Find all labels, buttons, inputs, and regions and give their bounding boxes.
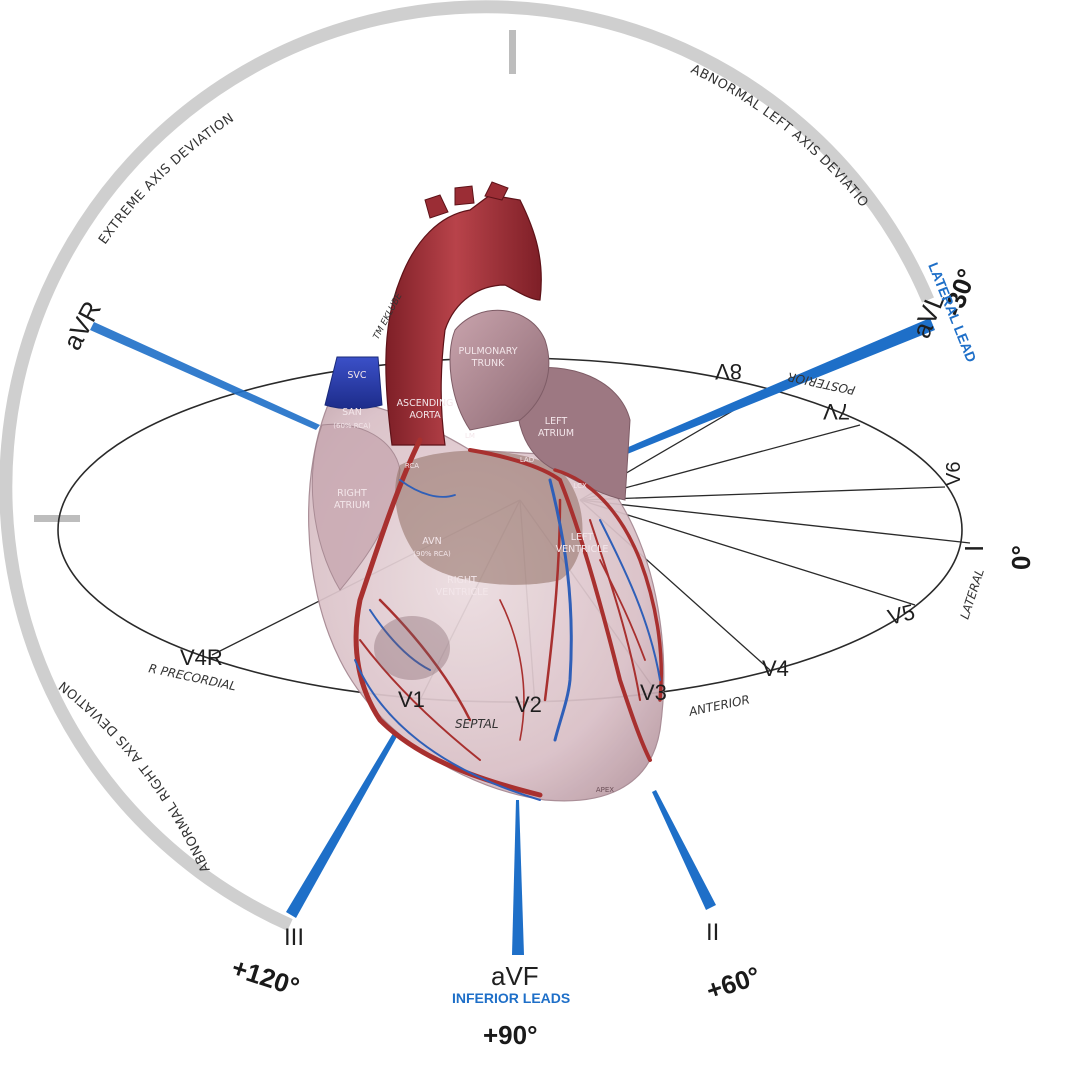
v7-label: 7V bbox=[823, 399, 850, 424]
deg-plus120: +120° bbox=[228, 952, 303, 1002]
aorta-label-1: ASCENDING bbox=[397, 398, 454, 409]
lad-label: LAD bbox=[520, 456, 534, 464]
left-ventricle-label-1: LEFT bbox=[571, 532, 594, 543]
right-ventricle-label-2: VENTRICLE bbox=[436, 587, 489, 598]
lm-label: LM bbox=[465, 432, 475, 440]
san-sub-label: (60% RCA) bbox=[333, 422, 371, 430]
lcx-label: LCX bbox=[573, 482, 587, 490]
right-ventricle-label-1: RIGHT bbox=[447, 575, 477, 586]
pulmonary-label-1: PULMONARY bbox=[458, 346, 517, 357]
avr-vector bbox=[90, 322, 320, 430]
arc-label-abnormal-left: ABNORMAL LEFT AXIS DEVIATION bbox=[0, 0, 871, 211]
anterior-label: ANTERIOR bbox=[687, 692, 751, 719]
lead-ii-label: II bbox=[706, 919, 719, 946]
v4-label: V4 bbox=[762, 656, 789, 681]
v1-label: V1 bbox=[398, 687, 425, 712]
inferior-leads-label: INFERIOR LEADS bbox=[452, 990, 570, 1006]
lead-iii-label: III bbox=[284, 924, 304, 951]
lateral-label: LATERAL bbox=[958, 567, 987, 621]
arc-tick-top bbox=[509, 30, 516, 74]
svc-label: SVC bbox=[347, 370, 367, 381]
avf-vector bbox=[512, 800, 524, 955]
v2-label: V2 bbox=[515, 692, 542, 717]
right-atrium-label-2: ATRIUM bbox=[334, 500, 370, 511]
v4r-label: V4R bbox=[180, 645, 223, 670]
deg-plus60: +60° bbox=[703, 960, 764, 1005]
v8-label: 8V bbox=[715, 359, 742, 384]
rca-label: RCA bbox=[405, 462, 419, 470]
v6-label: V6 bbox=[943, 462, 965, 486]
right-atrium-label-1: RIGHT bbox=[337, 488, 367, 499]
avl-vector bbox=[598, 318, 935, 465]
apex-label: APEX bbox=[596, 786, 614, 794]
avn-label: AVN bbox=[422, 536, 442, 547]
right-ventricle-shade bbox=[374, 616, 450, 680]
left-atrium-label-1: LEFT bbox=[545, 416, 568, 427]
avn-sub-label: (90% RCA) bbox=[413, 550, 451, 558]
deg-plus90: +90° bbox=[483, 1020, 538, 1050]
pulmonary-label-2: TRUNK bbox=[471, 358, 505, 369]
septal-label: SEPTAL bbox=[455, 717, 499, 731]
deg-zero: 0° bbox=[1006, 545, 1036, 570]
ii-vector bbox=[652, 790, 716, 910]
san-label: SAN bbox=[342, 407, 362, 418]
v3-label: V3 bbox=[640, 680, 667, 705]
left-ventricle-label-2: VENTRICLE bbox=[556, 544, 609, 555]
aorta-label-2: AORTA bbox=[409, 410, 441, 421]
arc-label-abnormal-right: ABNORMAL RIGHT AXIS DEVIATION bbox=[56, 677, 214, 874]
heart-illustration: SVC SAN (60% RCA) ASCENDING AORTA PULMON… bbox=[309, 182, 664, 801]
arc-tick-left bbox=[34, 515, 80, 522]
left-atrium-label-2: ATRIUM bbox=[538, 428, 574, 439]
avf-label: aVF bbox=[491, 961, 539, 991]
lead-i-label: I bbox=[959, 545, 989, 552]
svc bbox=[325, 357, 382, 409]
iii-vector bbox=[286, 730, 399, 918]
